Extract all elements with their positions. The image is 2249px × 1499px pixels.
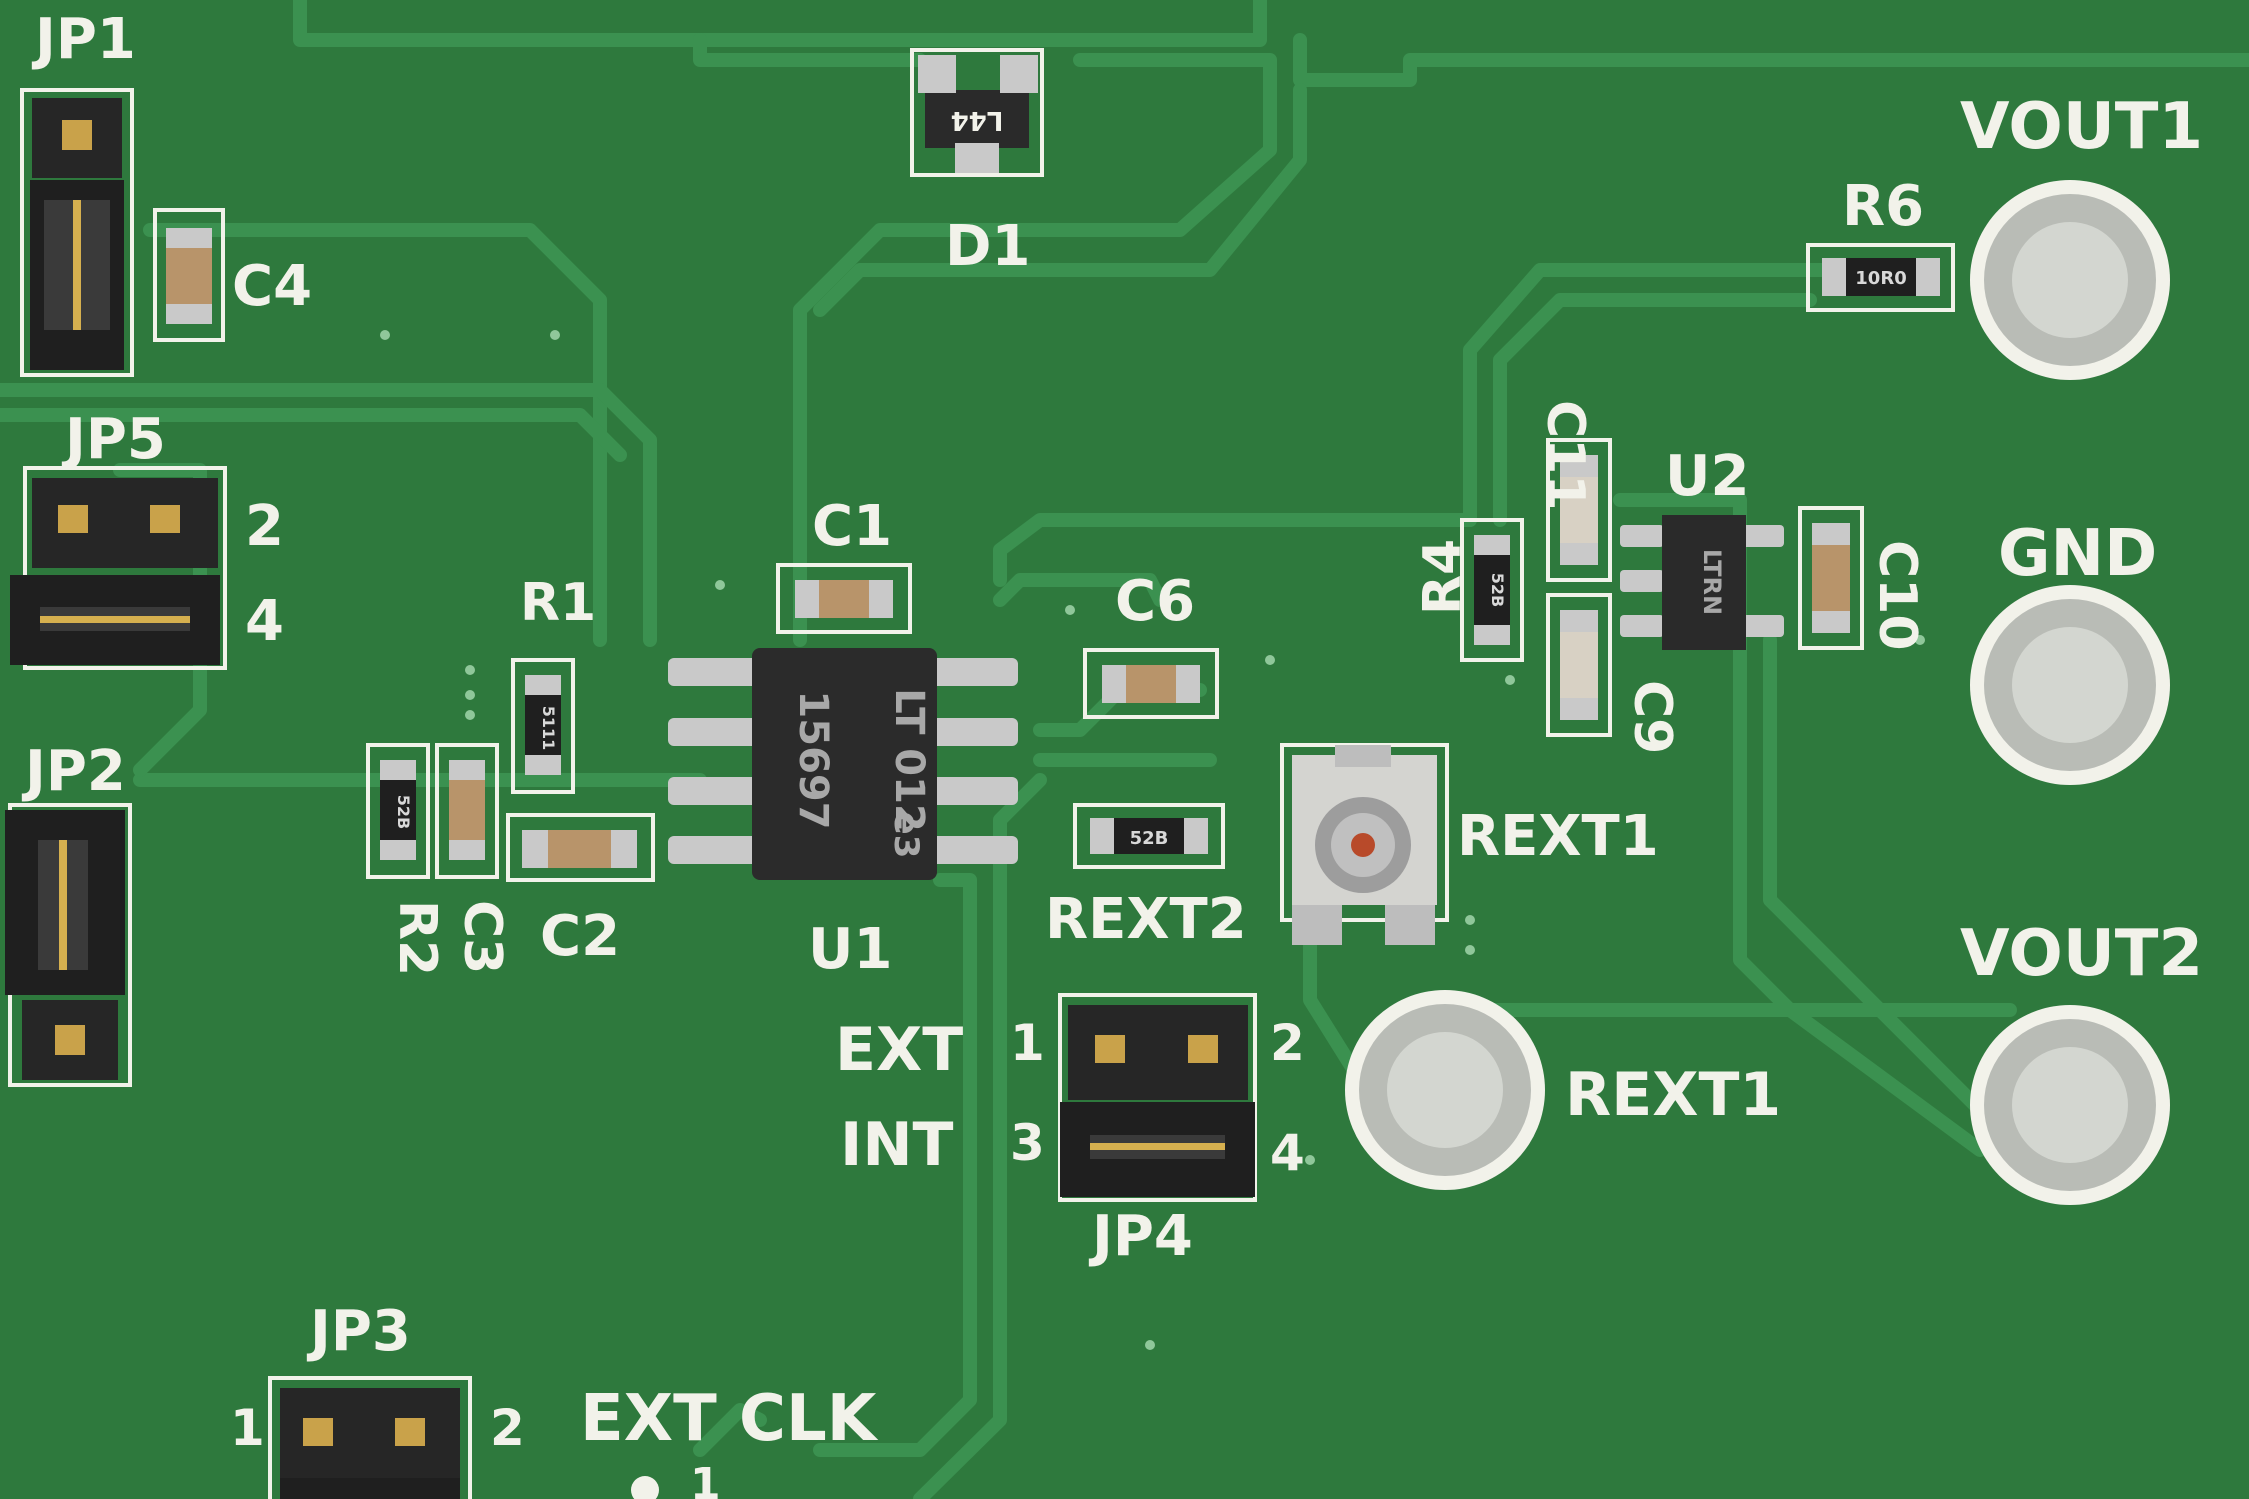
- label-jp3: JP3: [306, 1299, 411, 1364]
- label-d1: D1: [945, 214, 1030, 279]
- label-rext1-pot: REXT1: [1457, 804, 1659, 869]
- label-jp4-pin4: 4: [1270, 1124, 1305, 1182]
- label-rext1-terminal: REXT1: [1565, 1060, 1781, 1130]
- capacitor-c10: [1798, 506, 1864, 650]
- label-jp1: JP1: [31, 7, 136, 72]
- label-c11: C11: [1535, 400, 1595, 511]
- jumper-jp1[interactable]: [20, 88, 134, 377]
- label-jp5-pin4: 4: [245, 589, 284, 654]
- r1-marking: 5111: [539, 706, 558, 751]
- label-r1: R1: [520, 573, 596, 633]
- label-c3: C3: [452, 900, 512, 974]
- r2-marking: 52B: [394, 795, 413, 829]
- label-rext2: REXT2: [1045, 887, 1247, 952]
- d1-marking: L44: [951, 105, 1004, 135]
- jumper-jp3[interactable]: [268, 1376, 472, 1499]
- resistor-r4: 52B: [1460, 518, 1524, 662]
- label-jp4-pin2: 2: [1270, 1014, 1305, 1072]
- label-ext-clk-pin: 1: [690, 1459, 721, 1499]
- label-c9: C9: [1622, 680, 1682, 754]
- label-gnd: GND: [1998, 517, 2157, 591]
- label-r2: R2: [387, 900, 447, 976]
- capacitor-c4: [153, 208, 225, 342]
- rext2-marking: 52B: [1130, 828, 1169, 849]
- label-r6: R6: [1842, 174, 1924, 239]
- potentiometer-rext1[interactable]: [1280, 743, 1449, 945]
- ic-u1: LT 012 15697 e3: [668, 648, 1018, 880]
- label-jp4-pin1: 1: [1010, 1014, 1045, 1072]
- jumper-jp2[interactable]: [5, 803, 132, 1087]
- u1-marking-line1: LT 012: [886, 688, 932, 832]
- resistor-r6: 10R0: [1806, 243, 1955, 312]
- r4-marking: 52B: [1488, 573, 1507, 607]
- capacitor-c2: [506, 813, 655, 882]
- diode-d1: L44: [910, 48, 1044, 177]
- label-c10: C10: [1867, 540, 1927, 651]
- label-jp3-pin1: 1: [230, 1399, 265, 1457]
- resistor-r1: 5111: [511, 658, 575, 794]
- jumper-jp4[interactable]: [1058, 993, 1257, 1202]
- label-c6: C6: [1115, 569, 1195, 634]
- label-jp4-pin3: 3: [1010, 1114, 1045, 1172]
- label-u1: U1: [808, 917, 892, 982]
- u1-marking-line3: e3: [886, 812, 926, 859]
- ic-u2: LTRN: [1620, 515, 1784, 650]
- pin1-dot: [631, 1476, 659, 1499]
- label-jp5: JP5: [61, 407, 166, 472]
- u1-marking-line2: 15697: [790, 690, 836, 829]
- capacitor-c1: [776, 563, 912, 634]
- r6-marking: 10R0: [1855, 268, 1906, 289]
- vias: [380, 330, 1925, 1350]
- label-r4: R4: [1413, 539, 1473, 615]
- terminal-gnd[interactable]: [1970, 585, 2170, 785]
- label-vout2: VOUT2: [1960, 917, 2203, 991]
- label-c1: C1: [812, 494, 892, 559]
- label-ext-clk: EXT CLK: [580, 1382, 879, 1456]
- label-jp5-pin2: 2: [245, 494, 284, 559]
- label-int: INT: [840, 1110, 954, 1180]
- label-ext: EXT: [835, 1015, 963, 1085]
- capacitor-c9: [1546, 593, 1612, 737]
- capacitor-c3: [435, 743, 499, 879]
- resistor-rext2: 52B: [1073, 803, 1225, 869]
- capacitor-c6: [1083, 648, 1219, 719]
- terminal-rext1[interactable]: [1345, 990, 1545, 1190]
- label-c4: C4: [232, 254, 312, 319]
- label-jp2: JP2: [21, 739, 126, 804]
- silkscreen-labels: JP1 C4 JP5 2 4 JP2 R1 C1 C6 R2 C3 C2 U1 …: [21, 7, 2203, 1499]
- terminal-vout1[interactable]: [1970, 180, 2170, 380]
- jumper-jp5[interactable]: [10, 466, 227, 670]
- terminal-vout2[interactable]: [1970, 1005, 2170, 1205]
- label-jp4: JP4: [1088, 1204, 1193, 1269]
- capacitor-c11: [1546, 438, 1612, 582]
- label-c2: C2: [540, 904, 620, 969]
- label-vout1: VOUT1: [1960, 90, 2203, 164]
- resistor-r2: 52B: [366, 743, 430, 879]
- label-jp3-pin2: 2: [490, 1399, 525, 1457]
- u2-marking: LTRN: [1698, 549, 1726, 615]
- label-u2: U2: [1665, 444, 1749, 509]
